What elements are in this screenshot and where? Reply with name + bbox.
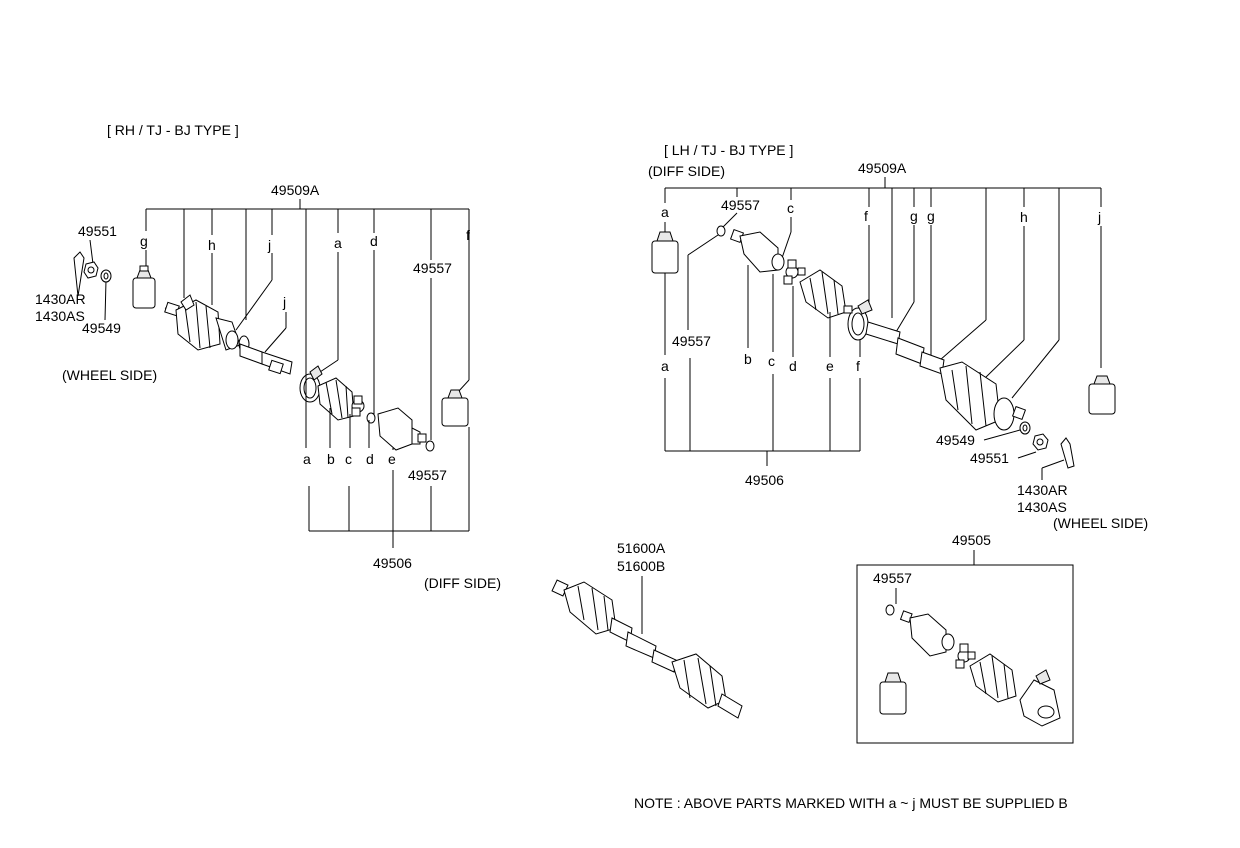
outer-joint-icon (939, 361, 1027, 431)
rh-1430ar-label: 1430AR (35, 291, 86, 307)
rh-letter-b-bottom: b (327, 451, 335, 467)
tripod-icon (783, 259, 806, 285)
grease-tube-icon (879, 672, 907, 715)
lh-letter-g2: g (927, 208, 935, 224)
clamp-ring-icon (843, 299, 873, 341)
lh-kit-label: 49506 (745, 472, 784, 488)
lh-letter-b-bottom: b (744, 351, 752, 367)
shaft-assembly-section: 51600A 51600B (551, 540, 743, 719)
rh-49557-top-label: 49557 (413, 260, 452, 276)
tripod-icon (955, 643, 976, 669)
clip-ring-icon (716, 225, 726, 237)
lh-diff-side: (DIFF SIDE) (648, 163, 725, 179)
lh-1430ar-label: 1430AR (1017, 482, 1068, 498)
inner-boot-icon (317, 377, 355, 421)
clamp-ring-icon (1019, 669, 1061, 727)
lh-letter-h: h (1020, 209, 1028, 225)
rh-diff-side: (DIFF SIDE) (424, 575, 501, 591)
lh-49551-label: 49551 (970, 450, 1009, 466)
rh-letter-f: f (466, 227, 470, 243)
rh-letter-c-bottom: c (345, 451, 352, 467)
lh-section: [ LH / TJ - BJ TYPE ] (DIFF SIDE) 49509A… (648, 142, 1148, 531)
nut-icon (1032, 433, 1049, 451)
lh-49549-label: 49549 (936, 432, 975, 448)
rh-letter-g: g (140, 233, 148, 249)
lh-1430as-label: 1430AS (1017, 499, 1067, 515)
drive-shaft-icon (551, 579, 743, 719)
clip-ring-icon (885, 604, 895, 616)
lh-letter-g1: g (910, 208, 918, 224)
rh-letter-j1: j (267, 237, 271, 253)
rh-wheel-side: (WHEEL SIDE) (62, 367, 157, 383)
lh-49557-top-label: 49557 (721, 197, 760, 213)
grease-tube-icon (441, 389, 469, 427)
lh-letter-f: f (864, 208, 868, 224)
lh-letter-c: c (787, 200, 794, 216)
tripod-icon (351, 395, 365, 417)
grease-tube-icon (1088, 375, 1116, 415)
shaft-icon (865, 321, 945, 375)
rh-49549-label: 49549 (82, 320, 121, 336)
rh-letter-h: h (208, 237, 216, 253)
lh-letter-d-bottom: d (789, 358, 797, 374)
rh-49551-label: 49551 (78, 223, 117, 239)
housing-icon (899, 610, 955, 657)
grease-tube-icon (651, 231, 679, 274)
kit-box-title: 49505 (952, 532, 991, 548)
rh-letter-j2: j (282, 294, 286, 310)
washer-icon (1019, 421, 1031, 435)
inner-boot-icon (969, 653, 1017, 703)
shaft-part-a-label: 51600A (617, 540, 666, 556)
lh-letter-a-bottom: a (661, 358, 669, 374)
rh-kit-label: 49506 (373, 555, 412, 571)
outer-joint-icon (164, 294, 221, 351)
inner-boot-icon (799, 269, 847, 319)
rh-letter-a: a (334, 235, 342, 251)
lh-49557-mid-label: 49557 (672, 333, 711, 349)
housing-icon (729, 228, 785, 273)
lh-wheel-side: (WHEEL SIDE) (1053, 515, 1148, 531)
lh-letter-j: j (1097, 209, 1101, 225)
grease-tube-icon (132, 265, 156, 309)
lh-letter-a: a (661, 204, 669, 220)
kit-box-49557-label: 49557 (873, 570, 912, 586)
kit-box-section: 49505 49557 (856, 532, 1074, 744)
rh-letter-d-bottom: d (366, 451, 374, 467)
rh-assy-label: 49509A (271, 182, 320, 198)
housing-icon (377, 407, 427, 451)
lh-assy-label: 49509A (858, 160, 907, 176)
clip-ring-icon (425, 440, 435, 452)
lh-letter-e-bottom: e (826, 358, 834, 374)
kit-box-frame (856, 564, 1074, 744)
lh-letter-f-bottom: f (856, 358, 860, 374)
nut-icon (83, 261, 99, 279)
rh-49557-bottom-label: 49557 (408, 467, 447, 483)
rh-letter-e-bottom: e (388, 451, 396, 467)
rh-letter-d: d (370, 233, 378, 249)
lh-title: [ LH / TJ - BJ TYPE ] (664, 142, 793, 158)
snap-ring-icon (366, 412, 376, 424)
cotter-pin-icon (73, 251, 85, 297)
rh-section: [ RH / TJ - BJ TYPE ] 49509A g h j j a d… (35, 122, 501, 591)
shaft-part-b-label: 51600B (617, 558, 665, 574)
shaft-icon (239, 343, 293, 375)
rh-1430as-label: 1430AS (35, 308, 85, 324)
washer-icon (100, 269, 112, 283)
cotter-pin-icon (1060, 437, 1075, 469)
rh-letter-a-bottom: a (303, 451, 311, 467)
footer-note: NOTE : ABOVE PARTS MARKED WITH a ~ j MUS… (634, 795, 1068, 811)
rh-title: [ RH / TJ - BJ TYPE ] (107, 122, 239, 138)
lh-letter-c-bottom: c (768, 353, 775, 369)
clamp-ring-icon (299, 365, 323, 403)
